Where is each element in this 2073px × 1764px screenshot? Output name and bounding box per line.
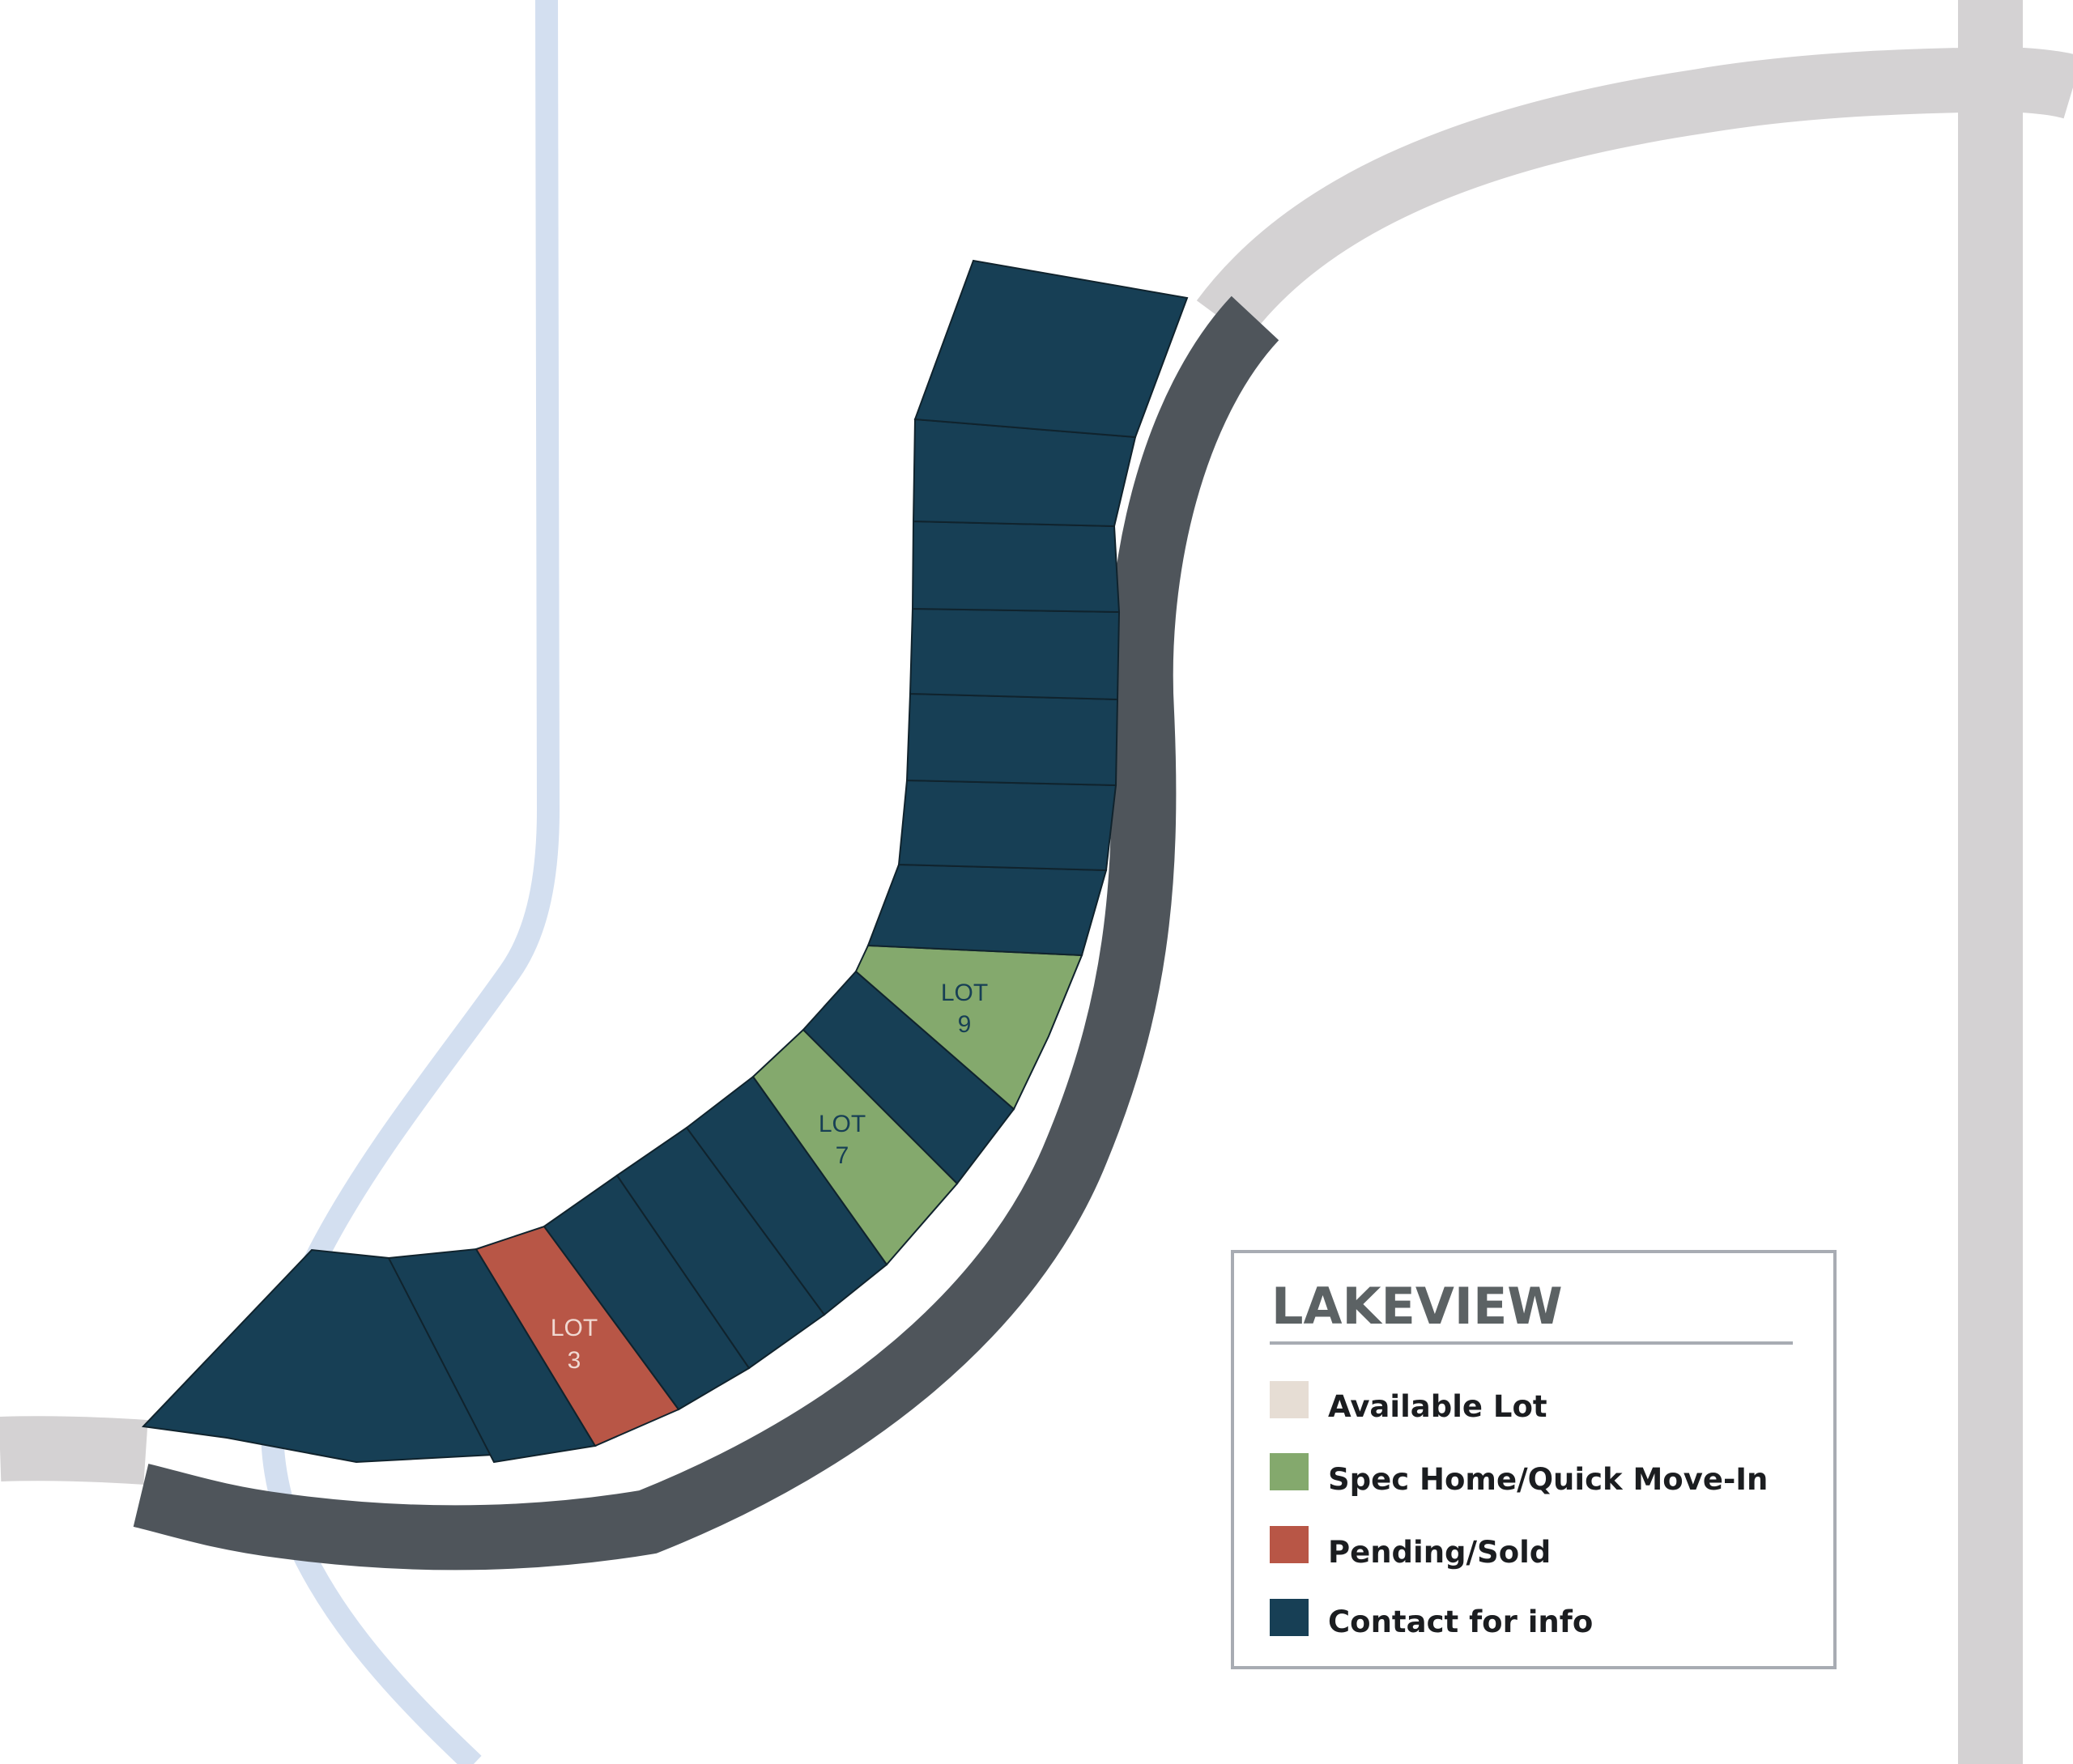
lot-7-label-line1: LOT	[819, 1111, 866, 1137]
legend-swatch-sold	[1270, 1526, 1309, 1563]
lot-9-label-line2: 9	[958, 1011, 972, 1038]
lot-g[interactable]	[866, 863, 1108, 957]
lot-9-label-line1: LOT	[941, 980, 988, 1006]
legend-label-spec: Spec Home/Quick Move-In	[1328, 1462, 1768, 1497]
local-road	[133, 295, 1279, 1571]
legend: LAKEVIEW Available Lot Spec Home/Quick M…	[1231, 1250, 1837, 1669]
legend-box	[1231, 1250, 1837, 1669]
legend-label-sold: Pending/Sold	[1328, 1535, 1551, 1570]
legend-swatch-available	[1270, 1381, 1309, 1418]
lot-j[interactable]	[909, 607, 1121, 701]
lot-3-label-line1: LOT	[551, 1315, 598, 1341]
lot-l[interactable]	[912, 418, 1137, 528]
legend-swatch-spec	[1270, 1453, 1309, 1490]
legend-label-available: Available Lot	[1328, 1389, 1547, 1424]
legend-title: LAKEVIEW	[1271, 1277, 1563, 1336]
lot-7-label-line2: 7	[836, 1142, 849, 1169]
main-road-curve	[1196, 46, 2073, 340]
lot-9[interactable]	[854, 944, 1083, 1111]
lot-i[interactable]	[905, 692, 1119, 787]
lot-h[interactable]	[897, 779, 1117, 872]
legend-swatch-contact	[1270, 1599, 1309, 1636]
main-road-west	[0, 1416, 148, 1485]
lot-m[interactable]	[913, 259, 1189, 439]
legend-label-contact: Contact for info	[1328, 1605, 1593, 1639]
lot-k[interactable]	[911, 520, 1121, 614]
lot-3-label-line2: 3	[568, 1347, 581, 1374]
